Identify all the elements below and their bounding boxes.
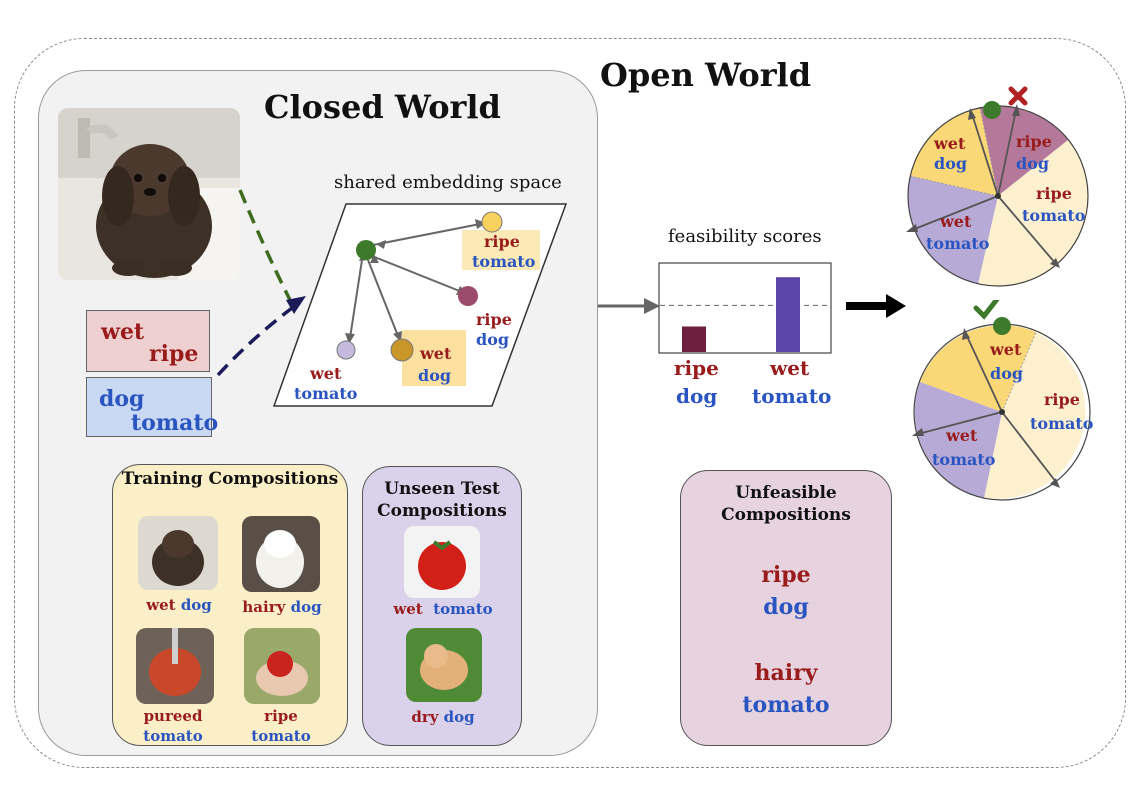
pie-before-pruning: [906, 86, 1089, 287]
unfeasible-2-obj: tomato: [742, 692, 830, 718]
open-world-frame: [14, 38, 1126, 768]
feasibility-label: feasibility scores: [668, 226, 822, 247]
training-title: Training Compositions: [121, 469, 339, 489]
emb-node-wet-dog-attr: wet: [420, 344, 452, 363]
pie1-label-1-obj: dog: [934, 154, 968, 173]
unfeasible-title: Unfeasible Compositions: [721, 483, 851, 525]
closed-world-title: Closed World: [264, 88, 501, 126]
pie1-label-2-obj: dog: [1016, 154, 1050, 173]
bar-label-2-obj: tomato: [752, 384, 832, 408]
pie1-label-1-attr: wet: [934, 134, 966, 153]
pie2-label-3-obj: tomato: [932, 450, 996, 469]
unseen-photo-dry-dog: [406, 628, 482, 702]
embedding-space: [272, 203, 568, 407]
emb-node-ripe-dog-attr: ripe: [476, 310, 512, 329]
embedding-space-label: shared embedding space: [334, 172, 562, 193]
unseen-compositions-panel: [362, 466, 522, 746]
pie2-label-2-attr: ripe: [1044, 390, 1080, 409]
pie1-label-3-attr: ripe: [1036, 184, 1072, 203]
emb-node-wet-tomato-obj: tomato: [294, 384, 358, 403]
unseen-photo-wet-tomato: [404, 526, 480, 598]
open-world-title: Open World: [600, 56, 812, 94]
unseen-caption-2: dry dog: [411, 708, 475, 726]
pie1-label-2-attr: ripe: [1016, 132, 1052, 151]
training-photo-ripe-tomato: [244, 628, 320, 704]
token-obj-2: tomato: [131, 410, 219, 436]
token-attr-2: ripe: [149, 341, 199, 367]
unfeasible-1-obj: dog: [763, 594, 809, 620]
emb-node-wet-tomato-attr: wet: [310, 364, 342, 383]
attribute-tokens-box: wet ripe: [86, 310, 210, 372]
object-tokens-box: dog tomato: [86, 377, 218, 437]
training-caption-1: wet dog: [146, 596, 212, 614]
unfeasible-1-attr: ripe: [761, 562, 811, 588]
unseen-caption-1: wet tomato: [393, 600, 493, 618]
token-obj-1: dog: [99, 386, 145, 412]
bar-wet-tomato: [776, 277, 800, 352]
bar-ripe-dog: [682, 326, 706, 352]
token-attr-1: wet: [101, 319, 145, 345]
emb-node-ripe-dog-obj: dog: [476, 330, 510, 349]
bar-label-2-attr: wet: [770, 356, 810, 380]
pie2-label-1-attr: wet: [990, 340, 1022, 359]
unseen-title: Unseen Test Compositions: [377, 479, 507, 521]
training-photo-pureed-tomato: [136, 628, 214, 704]
pie1-label-3-obj: tomato: [1022, 206, 1086, 225]
pie-after-pruning: [912, 300, 1091, 501]
pie1-label-4-obj: tomato: [926, 234, 990, 253]
emb-node-ripe-tomato-obj: tomato: [472, 252, 536, 271]
input-dog-photo: [58, 108, 240, 280]
emb-node-ripe-tomato-attr: ripe: [484, 232, 520, 251]
unfeasible-2-attr: hairy: [754, 660, 818, 686]
emb-node-wet-dog-obj: dog: [418, 366, 452, 385]
bar-label-1-attr: ripe: [674, 356, 719, 380]
feasibility-chart: [658, 262, 832, 354]
pie1-label-4-attr: wet: [940, 212, 972, 231]
training-photo-wet-dog: [138, 516, 218, 590]
pie2-label-3-attr: wet: [946, 426, 978, 445]
bar-label-1-obj: dog: [676, 384, 718, 408]
pie2-label-2-obj: tomato: [1030, 414, 1094, 433]
training-photo-hairy-dog: [242, 516, 320, 592]
training-caption-2: hairy dog: [242, 598, 322, 616]
pie2-label-1-obj: dog: [990, 364, 1024, 383]
unfeasible-compositions-panel: [680, 470, 892, 746]
